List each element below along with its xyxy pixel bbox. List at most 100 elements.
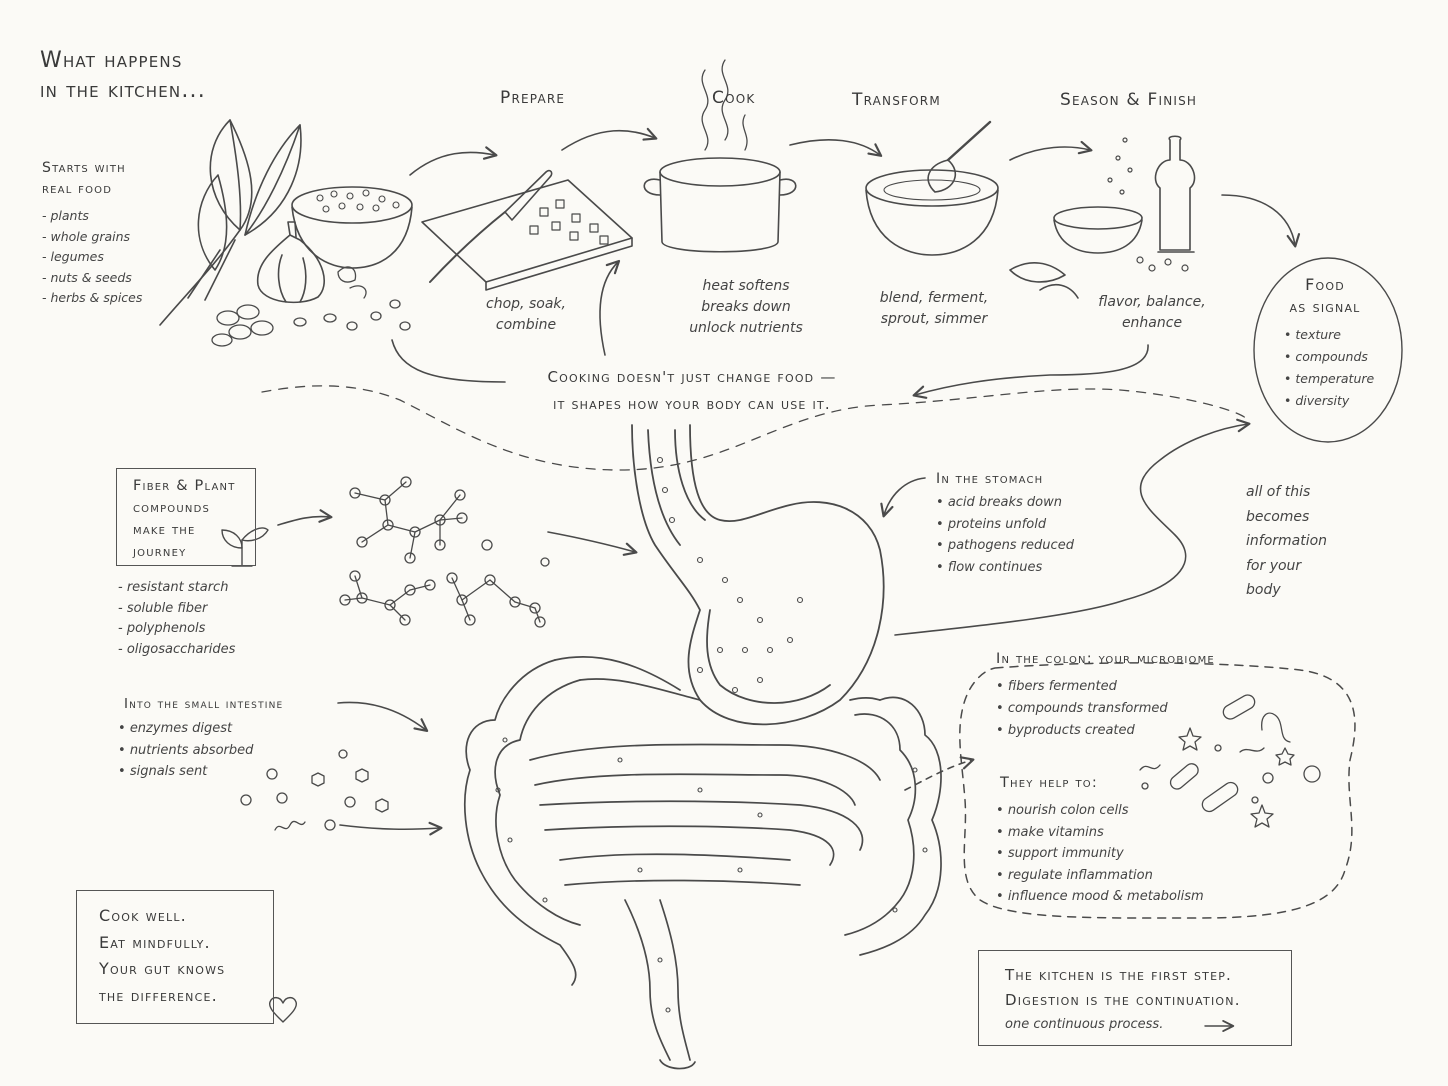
page-title-line-1: What happens bbox=[40, 48, 183, 73]
information-line: body bbox=[1246, 582, 1281, 598]
stomach-sketch bbox=[631, 424, 885, 726]
step-desc-line: enhance bbox=[1121, 315, 1183, 331]
heart-icon bbox=[269, 996, 297, 1023]
colon-section: In the colon: your microbiome fibers fer… bbox=[996, 648, 1215, 908]
stomach-list: acid breaks down proteins unfold pathoge… bbox=[936, 492, 1074, 578]
information-line: all of this bbox=[1246, 484, 1311, 500]
list-item: texture bbox=[1284, 324, 1392, 346]
list-item: nuts & seeds bbox=[42, 268, 142, 289]
food-signal-heading-line-1: Food bbox=[1305, 275, 1345, 294]
leafy-greens-sketch bbox=[159, 119, 302, 326]
stomach-section: In the stomach acid breaks down proteins… bbox=[936, 468, 1074, 578]
stomach-arrow bbox=[880, 477, 926, 518]
step-desc-transform: blend, ferment, sprout, simmer bbox=[862, 288, 1006, 330]
food-signal-section: Food as signal texture compounds tempera… bbox=[1272, 274, 1392, 412]
colon-help-list: nourish colon cells make vitamins suppor… bbox=[996, 800, 1215, 908]
list-item: diversity bbox=[1284, 390, 1392, 412]
colon-list: fibers fermented compounds transformed b… bbox=[996, 676, 1215, 742]
step-label-transform: Transform bbox=[852, 90, 941, 110]
cook-well-line: Eat mindfully. bbox=[99, 932, 211, 952]
real-food-section: Starts with real food plants whole grain… bbox=[42, 158, 142, 309]
step-desc-line: combine bbox=[495, 317, 557, 333]
information-arrows bbox=[894, 418, 1251, 636]
list-item: make vitamins bbox=[996, 822, 1215, 844]
page-title-line-2: in the kitchen... bbox=[40, 78, 206, 103]
list-item: compounds transformed bbox=[996, 698, 1215, 720]
molecule-cluster bbox=[277, 476, 638, 628]
list-item: legumes bbox=[42, 247, 142, 268]
list-item: pathogens reduced bbox=[936, 535, 1074, 557]
food-signal-heading-line-2: as signal bbox=[1289, 297, 1361, 316]
list-item: polyphenols bbox=[118, 619, 235, 640]
fiber-heading-line-3: make the bbox=[133, 522, 196, 538]
list-item: signals sent bbox=[118, 761, 283, 783]
small-intestine-section: Into the small intestine enzymes digest … bbox=[124, 694, 283, 783]
fiber-heading-box: Fiber & Plant compounds make the journey bbox=[116, 468, 256, 566]
information-line: becomes bbox=[1246, 508, 1310, 525]
fiber-heading-line-2: compounds bbox=[133, 500, 211, 516]
cutting-board-sketch bbox=[421, 169, 633, 291]
list-item: soluble fiber bbox=[118, 599, 235, 620]
step-desc-line: heat softens bbox=[702, 278, 790, 294]
small-intestine-list: enzymes digest nutrients absorbed signal… bbox=[118, 718, 283, 783]
list-item: herbs & spices bbox=[42, 288, 142, 309]
step-desc-prepare: chop, soak, combine bbox=[466, 294, 586, 336]
list-item: temperature bbox=[1284, 368, 1392, 390]
small-intestine-heading: Into the small intestine bbox=[124, 696, 284, 712]
whisk-bowl-sketch bbox=[865, 120, 999, 256]
real-food-list: plants whole grains legumes nuts & seeds… bbox=[42, 206, 142, 309]
seedling-icon bbox=[221, 527, 269, 567]
colon-help-heading: They help to: bbox=[1000, 775, 1098, 791]
step-desc-line: unlock nutrients bbox=[689, 320, 803, 336]
food-signal-heading: Food as signal bbox=[1258, 274, 1392, 318]
list-item: proteins unfold bbox=[936, 514, 1074, 536]
list-item: acid breaks down bbox=[936, 492, 1074, 514]
list-item: plants bbox=[42, 206, 142, 227]
list-item: influence mood & metabolism bbox=[996, 886, 1215, 908]
list-item: fibers fermented bbox=[996, 676, 1215, 698]
step-desc-line: breaks down bbox=[701, 299, 791, 315]
list-item: regulate inflammation bbox=[996, 865, 1215, 887]
fiber-heading-line-1: Fiber & Plant bbox=[133, 478, 236, 494]
kitchen-first-line-2: Digestion is the continuation. bbox=[1005, 991, 1241, 1009]
step-desc-line: flavor, balance, bbox=[1098, 294, 1206, 310]
list-item: oligosaccharides bbox=[118, 640, 236, 661]
food-signal-list: texture compounds temperature diversity bbox=[1284, 324, 1392, 412]
garlic-sketch bbox=[256, 221, 326, 304]
list-item: enzymes digest bbox=[118, 718, 283, 740]
step-arrows bbox=[391, 127, 1301, 399]
kitchen-first-line-3: one continuous process. bbox=[1005, 1017, 1164, 1032]
list-item: nourish colon cells bbox=[996, 800, 1215, 822]
step-label-prepare: Prepare bbox=[500, 88, 566, 108]
list-item: byproducts created bbox=[996, 720, 1215, 742]
food-signal-outline bbox=[1253, 257, 1403, 443]
list-item: support immunity bbox=[996, 843, 1215, 865]
seasoning-sketch bbox=[1009, 135, 1196, 299]
step-desc-line: blend, ferment, bbox=[879, 290, 989, 306]
list-item: resistant starch bbox=[118, 578, 235, 599]
cook-well-line: Cook well. bbox=[99, 906, 187, 925]
cook-well-line: the difference. bbox=[99, 985, 218, 1005]
dashed-wave bbox=[261, 385, 1249, 471]
colon-heading: In the colon: your microbiome bbox=[996, 651, 1215, 667]
grain-bowl-sketch bbox=[291, 186, 413, 269]
page-title: What happens in the kitchen... bbox=[40, 46, 206, 106]
kitchen-first-box: The kitchen is the first step. Digestion… bbox=[978, 950, 1292, 1046]
cooking-pot-sketch bbox=[643, 59, 797, 253]
cooking-note-line-2: it shapes how your body can use it. bbox=[553, 395, 831, 413]
step-desc-line: chop, soak, bbox=[486, 296, 566, 312]
real-food-heading: Starts with real food bbox=[42, 158, 142, 200]
step-label-season: Season & Finish bbox=[1060, 90, 1198, 110]
cook-well-line: Your gut knows bbox=[99, 959, 226, 978]
list-item: flow continues bbox=[936, 557, 1074, 579]
fiber-list: resistant starch soluble fiber polypheno… bbox=[118, 578, 236, 661]
cooking-note: Cooking doesn't just change food — it sh… bbox=[502, 364, 882, 418]
fiber-heading-line-4: journey bbox=[133, 544, 187, 560]
colon-outline bbox=[959, 662, 1356, 919]
list-item: whole grains bbox=[42, 227, 142, 248]
list-item: nutrients absorbed bbox=[118, 740, 283, 762]
legumes-sketch bbox=[211, 266, 411, 347]
cooking-note-line-1: Cooking doesn't just change food — bbox=[547, 368, 837, 386]
kitchen-first-line-1: The kitchen is the first step. bbox=[1005, 966, 1233, 984]
